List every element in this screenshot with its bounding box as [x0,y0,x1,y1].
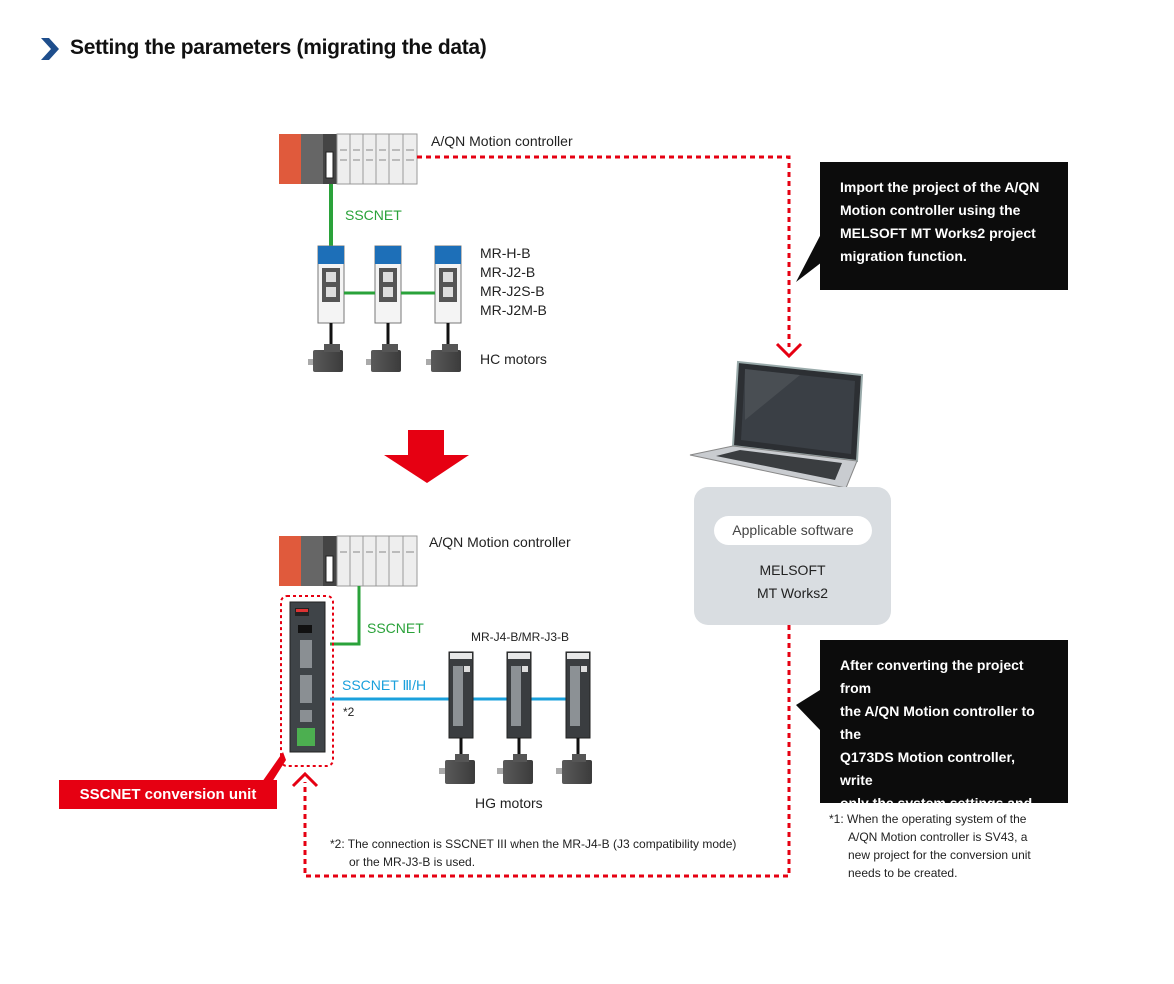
sscnet3h-label: SSCNET Ⅲ/H [342,677,427,693]
note-line: or the MR-J3-B is used. [349,855,476,869]
hc-motors-label: HC motors [480,351,547,367]
hc-motor-icons [308,344,461,372]
callout-line: MELSOFT MT Works2 project [840,225,1036,241]
hg-motors-label: HG motors [475,795,543,811]
note-line: needs to be created. [848,866,958,880]
callout-line: Import the project of the A/QN [840,179,1040,195]
note1: *1: When the operating system of the A/Q… [829,810,1031,882]
write-callout: After converting the project from the A/… [820,640,1068,903]
after-network-label: SSCNET [367,620,424,636]
callout-line: only the system settings and the [840,795,1033,834]
note-line: A/QN Motion controller is SV43, a [848,830,1028,844]
import-callout: Import the project of the A/QN Motion co… [820,162,1068,290]
migration-arrow-icon [384,430,469,483]
amplifier-model: MR-J2M-B [480,302,547,318]
after-controller-label: A/QN Motion controller [429,534,571,550]
callout-line: Motion controller using the [840,202,1021,218]
callout-line: migration function. [840,248,967,264]
before-amplifier-icons [317,245,462,324]
callout-line: Q173DS Motion controller, write [840,749,1016,788]
note2: *2: The connection is SSCNET III when th… [330,835,736,871]
callout-line: After converting the project from [840,657,1024,696]
hg-motor-icons [439,754,592,784]
after-controller-icon [279,535,418,587]
software-name-line: MT Works2 [756,585,829,601]
sscnet-conversion-unit-icon [289,601,326,753]
software-name-line: MELSOFT [759,562,826,578]
before-network-label: SSCNET [345,207,402,223]
page-title: Setting the parameters (migrating the da… [70,36,487,59]
note2-reference: *2 [343,705,355,719]
after-amplifier-icons [448,651,591,739]
callout-line: conversion unit. [840,887,949,903]
callout-line: the A/QN Motion controller to the [840,703,1035,742]
callout-line: servo parameters to the SSCNET [840,841,999,880]
title-chevron-icon [38,36,62,67]
conversion-unit-label: SSCNET conversion unit [59,780,277,809]
software-name: MELSOFT MT Works2 [694,559,891,605]
before-controller-label: A/QN Motion controller [431,133,573,149]
note-line: *1: When the operating system of the [829,812,1027,826]
amplifier-model: MR-H-B [480,245,531,261]
applicable-software-panel [694,487,891,625]
applicable-software-heading: Applicable software [714,516,872,545]
after-amplifier-models-label: MR-J4-B/MR-J3-B [471,630,569,644]
note-line: new project for the conversion unit [848,848,1031,862]
laptop-icon [689,360,864,489]
amplifier-model: MR-J2S-B [480,283,545,299]
before-amplifier-models: MR-H-B MR-J2-B MR-J2S-B MR-J2M-B [480,244,547,320]
amplifier-model: MR-J2-B [480,264,536,280]
note-line: *2: The connection is SSCNET III when th… [330,837,737,851]
before-controller-icon [279,133,418,185]
